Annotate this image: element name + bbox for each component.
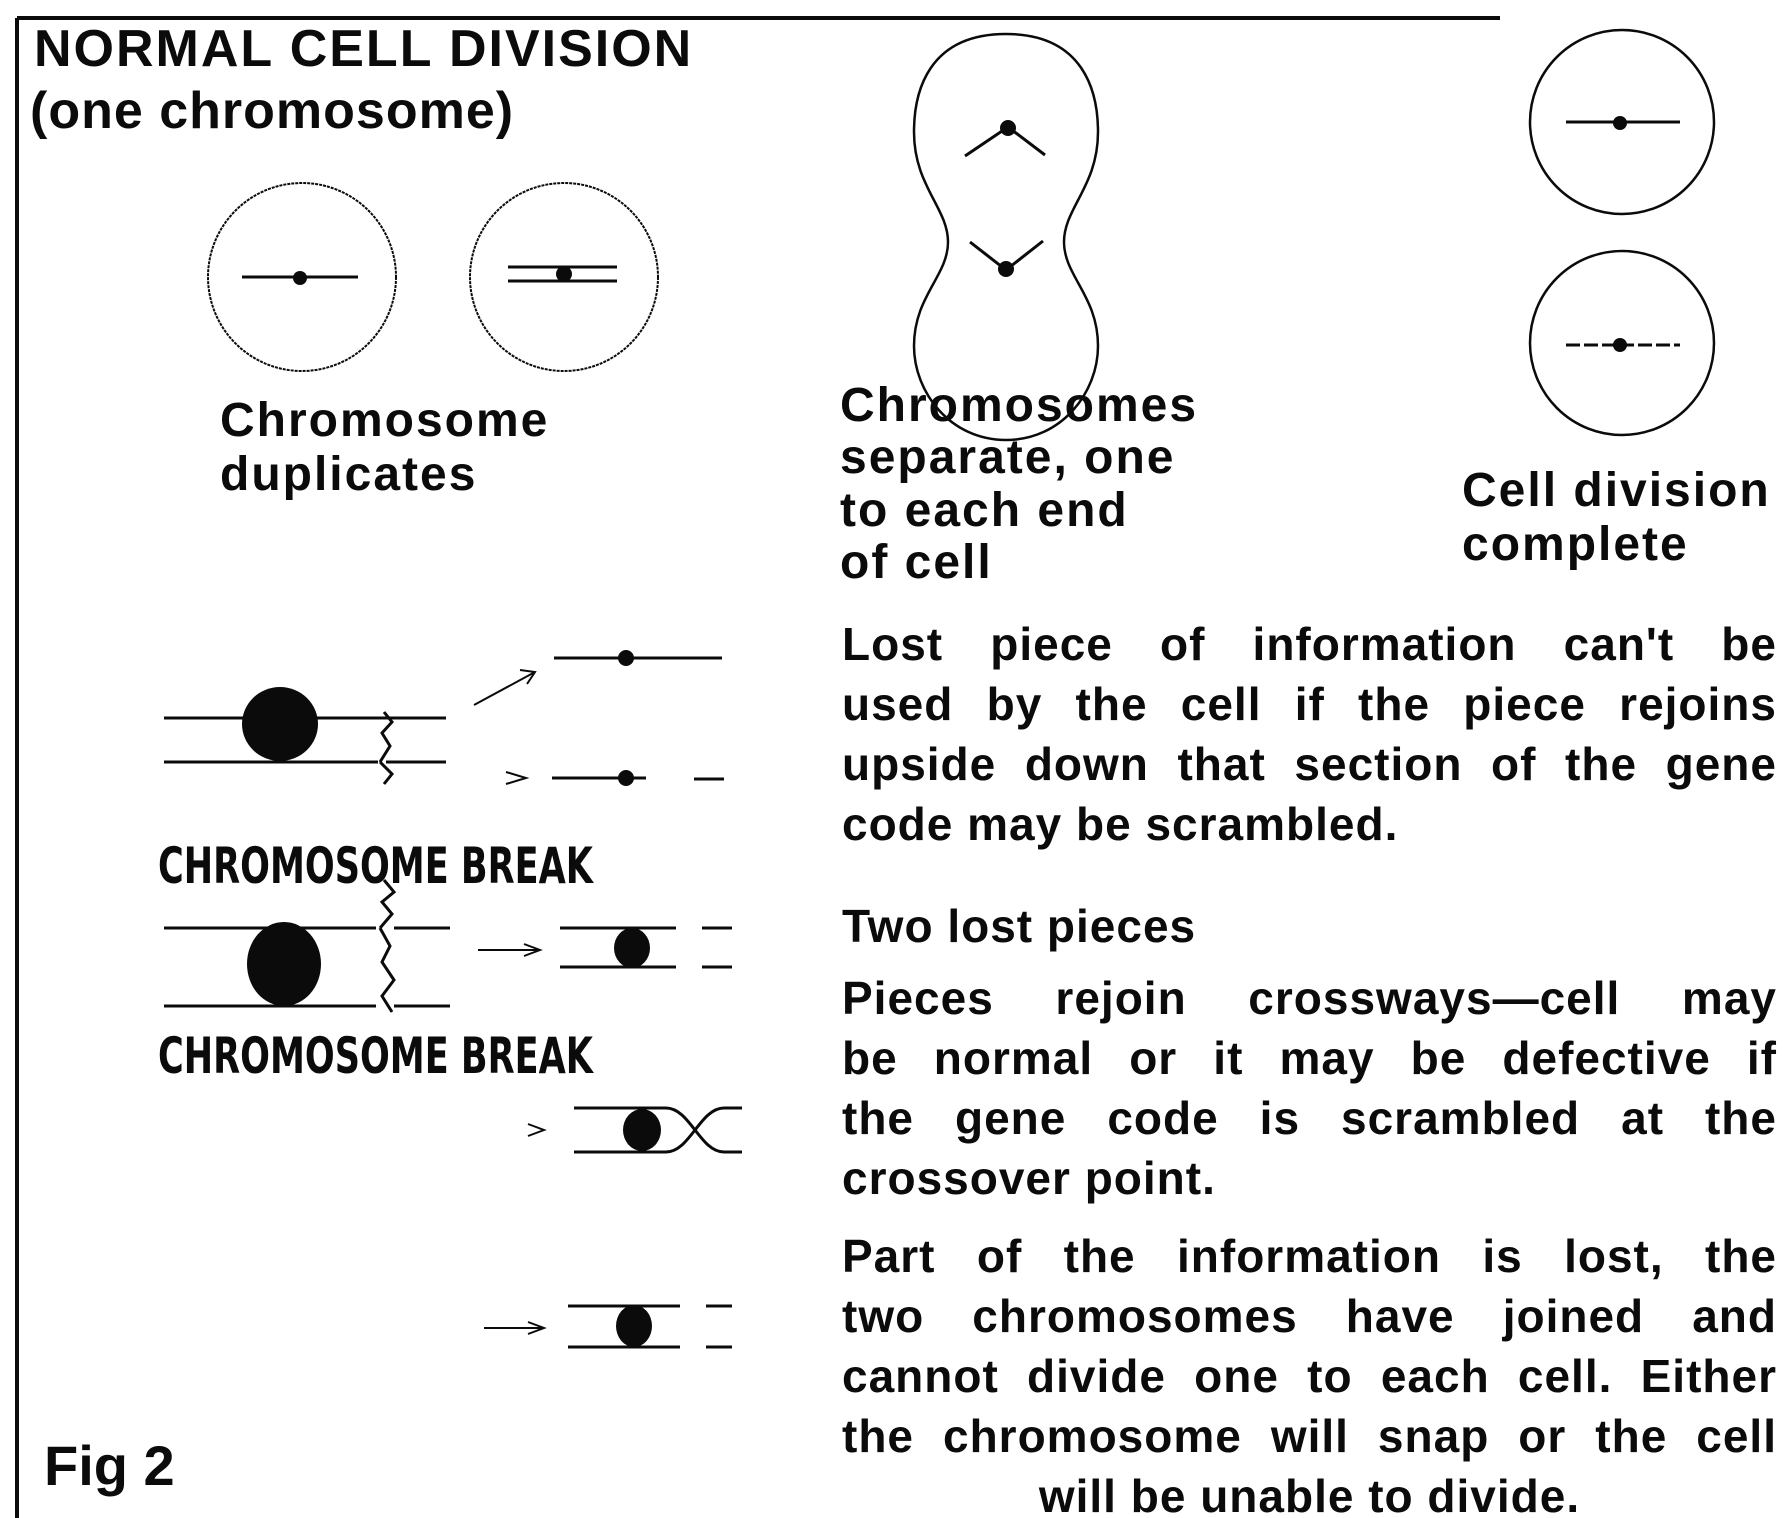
note-line: used by the cell if the piece rejoins: [842, 674, 1777, 734]
cell-single-chromosome: [208, 183, 396, 371]
note-line: Part of the information is lost, the: [842, 1226, 1777, 1286]
break-label-2: CHROMOSOME BREAK: [158, 1026, 593, 1086]
caption-separate: Chromosomes separate, one to each end of…: [840, 380, 1198, 589]
crossover-diagram: [528, 1108, 742, 1152]
daughter-cell-bottom: [1530, 251, 1714, 435]
caption-complete: Cell division complete: [1462, 464, 1771, 572]
note-line: upside down that section of the gene: [842, 734, 1777, 794]
caption-duplicate: Chromosome duplicates: [220, 394, 549, 502]
note-lost-piece: Lost piece of information can't be used …: [842, 614, 1777, 854]
joined-chromosomes-diagram: [484, 1305, 732, 1347]
caption-line: complete: [1462, 518, 1771, 572]
note-joined: Part of the information is lost, the two…: [842, 1226, 1777, 1518]
daughter-cell-top: [1530, 30, 1714, 214]
caption-line: separate, one: [840, 432, 1198, 484]
caption-line: duplicates: [220, 448, 549, 502]
caption-line: Cell division: [1462, 464, 1771, 518]
caption-line: Chromosomes: [840, 380, 1198, 432]
diagram-title: NORMAL CELL DIVISION: [34, 18, 693, 80]
note-line: code may be scrambled.: [842, 794, 1777, 854]
break-label-1: CHROMOSOME BREAK: [158, 836, 593, 896]
diagram-subtitle: (one chromosome): [30, 80, 514, 142]
note-line: crossover point.: [842, 1148, 1777, 1208]
note-line: two chromosomes have joined and: [842, 1286, 1777, 1346]
note-line: will be unable to divide.: [842, 1466, 1777, 1518]
cell-duplicated-chromosome: [470, 183, 658, 371]
caption-line: of cell: [840, 537, 1198, 589]
note-line: Lost piece of information can't be: [842, 614, 1777, 674]
note-line: be normal or it may be defective if: [842, 1028, 1777, 1088]
note-line: the gene code is scrambled at the: [842, 1088, 1777, 1148]
note-line: Pieces rejoin crossways—cell may: [842, 968, 1777, 1028]
break-diagram-2: [164, 880, 732, 1012]
caption-line: Chromosome: [220, 394, 549, 448]
figure-label: Fig 2: [44, 1432, 175, 1499]
note-crossways: Pieces rejoin crossways—cell may be norm…: [842, 968, 1777, 1208]
note-line: cannot divide one to each cell. Either: [842, 1346, 1777, 1406]
break-diagram-1: [164, 650, 724, 786]
note-line: the chromosome will snap or the cell: [842, 1406, 1777, 1466]
caption-line: to each end: [840, 485, 1198, 537]
note-two-lost: Two lost pieces: [842, 896, 1196, 956]
